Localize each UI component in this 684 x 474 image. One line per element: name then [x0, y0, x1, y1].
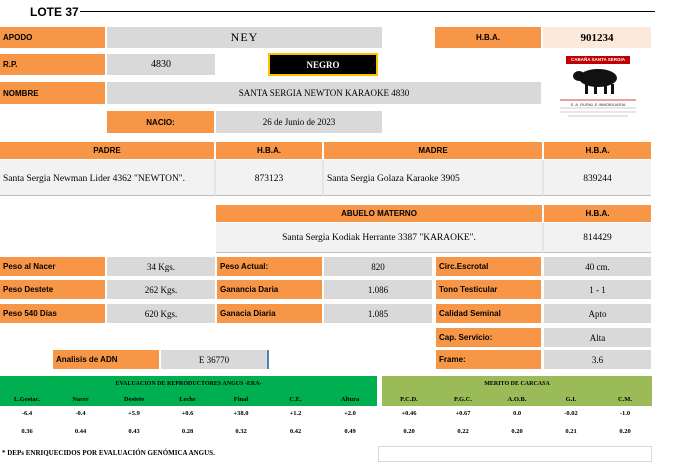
eval-accuracy-value: 0.44 [54, 421, 107, 441]
ganancia-daria-value: 1.086 [324, 280, 432, 299]
nombre-value: SANTA SERGIA NEWTON KARAOKE 4830 [107, 82, 541, 104]
merito-dep-value: -0.02 [544, 406, 598, 421]
tono-testicular-label: Tono Testicular [436, 280, 541, 299]
peso-destete-label: Peso Destete [0, 280, 105, 299]
madre-header: MADRE [324, 142, 542, 159]
peso-540-label: Peso 540 Días [0, 304, 105, 323]
merito-col-header: G.I. [544, 392, 598, 406]
merito-col-header: C.M. [598, 392, 653, 406]
circ-escrotal-value: 40 cm. [544, 257, 651, 276]
cap-servicio-value: Alta [544, 328, 651, 347]
ganacia-diaria-value: 1.085 [324, 304, 432, 323]
eval-accuracy-value: 0.43 [107, 421, 161, 441]
logo-title: CABAÑA SANTA SERGIA [570, 57, 626, 62]
merito-accuracy-value: 0.22 [436, 421, 490, 441]
padre-hba-header: H.B.A. [216, 142, 322, 159]
madre-hba-value: 839244 [544, 160, 651, 196]
eval-dep-value: +38.0 [214, 406, 268, 421]
abuelo-hba-header: H.B.A. [544, 205, 651, 222]
apodo-label: APODO [0, 27, 105, 48]
eval-col-header: Altura [323, 392, 378, 406]
logo-company: S. A. RURAL E INMOBILIARIA [570, 102, 626, 107]
hba-label: H.B.A. [435, 27, 541, 48]
peso-540-value: 620 Kgs. [107, 304, 215, 323]
peso-nacer-value: 34 Kgs. [107, 257, 215, 276]
hba-value: 901234 [543, 27, 651, 48]
eval-col-header: Destete [107, 392, 161, 406]
eval-dep-value: +1.2 [268, 406, 323, 421]
merito-accuracy-value: 0.21 [544, 421, 598, 441]
eval-col-header: Nacer [54, 392, 107, 406]
nacio-value: 26 de Junio de 2023 [216, 111, 382, 133]
calidad-seminal-label: Calidad Seminal [436, 304, 541, 323]
logo: CABAÑA SANTA SERGIA S. A. RURAL E INMOBI… [548, 52, 648, 122]
eval-accuracy-value: 0.42 [268, 421, 323, 441]
tono-testicular-value: 1 - 1 [544, 280, 651, 299]
peso-nacer-label: Peso al Nacer [0, 257, 105, 276]
color-badge: NEGRO [268, 53, 378, 76]
ganacia-diaria-label: Ganacia Diaria [217, 304, 322, 323]
eval-dep-value: -6.4 [0, 406, 54, 421]
footnote: * DEPs ENRIQUECIDOS POR EVALUACIÓN GENÓM… [2, 449, 215, 457]
padre-header: PADRE [0, 142, 214, 159]
eval-col-header: Final [214, 392, 268, 406]
padre-hba-value: 873123 [216, 160, 324, 196]
eval-dep-value: -0.4 [54, 406, 107, 421]
evaluacion-title: EVALUACION DE REPRODUCTORES ANGUS -ERA- [0, 376, 378, 392]
merito-dep-value: -1.0 [598, 406, 653, 421]
merito-col-header: P.G.C. [436, 392, 490, 406]
madre-hba-header: H.B.A. [544, 142, 651, 159]
rp-label: R.P. [0, 54, 105, 75]
calidad-seminal-value: Apto [544, 304, 651, 323]
eval-dep-value: +5.9 [107, 406, 161, 421]
eval-accuracy-value: 0.36 [0, 421, 54, 441]
madre-value: Santa Sergia Golaza Karaoke 3905 [324, 160, 544, 196]
eval-dep-value: +0.6 [161, 406, 214, 421]
merito-accuracy-value: 0.20 [382, 421, 436, 441]
merito-accuracy-value: 0.20 [490, 421, 544, 441]
peso-actual-value: 820 [324, 257, 432, 276]
adn-value: E 36770 [161, 350, 269, 369]
nombre-label: NOMBRE [0, 82, 105, 104]
bull-logo-icon [560, 56, 636, 117]
eval-accuracy-value: 0.28 [161, 421, 214, 441]
eval-accuracy-value: 0.49 [323, 421, 378, 441]
merito-col-header: P.C.D. [382, 392, 436, 406]
eval-col-header: L.Gestac. [0, 392, 54, 406]
padre-value: Santa Sergia Newman Lider 4362 "NEWTON". [0, 160, 216, 196]
rp-value: 4830 [107, 54, 215, 75]
merito-col-header: A.O.B. [490, 392, 544, 406]
lote-title: LOTE 37 [30, 5, 79, 19]
abuelo-value: Santa Sergia Kodiak Herrante 3387 "KARAO… [216, 223, 544, 253]
merito-accuracy-value: 0.20 [598, 421, 653, 441]
merito-dep-value: 0.0 [490, 406, 544, 421]
eval-col-header: Leche [161, 392, 214, 406]
circ-escrotal-label: Circ.Escrotal [436, 257, 541, 276]
abuelo-header: ABUELO MATERNO [216, 205, 542, 222]
nacio-label: NACIO: [107, 111, 214, 133]
ganancia-daria-label: Ganancia Daria [217, 280, 322, 299]
frame-value: 3.6 [544, 350, 651, 369]
merito-dep-value: +0.46 [382, 406, 436, 421]
footnote-box [378, 446, 652, 462]
abuelo-hba-value: 814429 [544, 223, 651, 253]
apodo-value: NEY [107, 27, 382, 48]
peso-actual-label: Peso Actual: [217, 257, 322, 276]
merito-dep-value: +0.67 [436, 406, 490, 421]
eval-accuracy-value: 0.32 [214, 421, 268, 441]
eval-dep-value: +2.0 [323, 406, 378, 421]
frame-label: Frame: [436, 350, 541, 369]
merito-table: MERITO DE CARCASA P.C.D. P.G.C. A.O.B. G… [382, 376, 653, 441]
title-underline [80, 11, 655, 12]
cap-servicio-label: Cap. Servicio: [436, 328, 541, 347]
eval-col-header: C.E. [268, 392, 323, 406]
peso-destete-value: 262 Kgs. [107, 280, 215, 299]
evaluacion-table: EVALUACION DE REPRODUCTORES ANGUS -ERA- … [0, 376, 378, 441]
merito-title: MERITO DE CARCASA [382, 376, 653, 392]
adn-label: Analisis de ADN [53, 350, 159, 369]
